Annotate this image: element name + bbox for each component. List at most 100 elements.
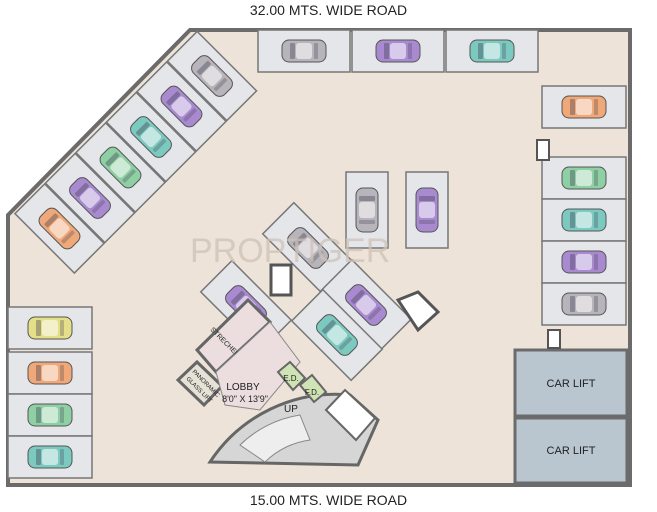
car-windshield	[230, 290, 245, 305]
car-rear-window	[502, 43, 506, 59]
car	[561, 292, 607, 316]
stair-up-label: UP	[284, 404, 298, 415]
car-windshield	[135, 121, 150, 136]
car-windshield	[290, 43, 295, 59]
car	[191, 55, 233, 97]
car	[561, 208, 607, 232]
car-rear-window	[594, 254, 598, 270]
lobby-size: 8'0" X 13'9"	[222, 394, 268, 404]
car-lift-2: CAR LIFT	[513, 416, 629, 485]
lobby-label: LOBBY	[226, 382, 260, 393]
top-road-label: 32.00 MTS. WIDE ROAD	[249, 2, 408, 18]
car	[316, 314, 358, 356]
car-lift-label: CAR LIFT	[547, 378, 596, 390]
fd-label: F.D.	[305, 388, 319, 397]
car-roof	[484, 43, 500, 59]
car-roof	[140, 126, 162, 148]
car-roof	[42, 320, 58, 336]
car-roof	[576, 212, 592, 228]
car-windshield	[359, 196, 375, 201]
car-windshield	[74, 182, 89, 197]
car	[27, 316, 73, 340]
car-rear-window	[338, 336, 353, 351]
car-rear-window	[183, 108, 197, 122]
car	[561, 250, 607, 274]
car-rear-window	[359, 220, 375, 224]
car-roof	[79, 187, 101, 209]
car-rear-window	[61, 230, 75, 244]
car-roof	[326, 324, 348, 346]
car-roof	[296, 43, 312, 59]
car	[415, 187, 439, 233]
car-rear-window	[594, 170, 598, 186]
car-windshield	[292, 232, 307, 247]
car-windshield	[419, 196, 435, 201]
car-rear-window	[213, 77, 228, 92]
car-windshield	[196, 60, 211, 75]
duct	[269, 263, 293, 297]
bottom-road-label: 15.00 MTS. WIDE ROAD	[249, 492, 408, 508]
car-rear-window	[367, 306, 382, 321]
car-roof	[297, 237, 319, 259]
car-rear-window	[60, 365, 64, 381]
car-lift-label: CAR LIFT	[547, 445, 596, 457]
car	[27, 403, 73, 427]
car	[561, 95, 607, 119]
car-rear-window	[408, 43, 412, 59]
car	[130, 116, 172, 158]
car-rear-window	[60, 407, 64, 423]
duct	[547, 329, 561, 349]
car-windshield	[570, 296, 575, 312]
car	[469, 39, 515, 63]
car-windshield	[570, 212, 575, 228]
car-roof	[576, 254, 592, 270]
car-roof	[171, 96, 192, 117]
car	[355, 187, 379, 233]
car-roof	[359, 202, 375, 218]
car-windshield	[570, 170, 575, 186]
car	[99, 146, 142, 189]
car-windshield	[36, 365, 41, 381]
car-roof	[49, 218, 70, 239]
car-lift-1: CAR LIFT	[513, 348, 629, 418]
car-roof	[201, 65, 223, 87]
car-windshield	[384, 43, 389, 59]
car-windshield	[570, 254, 575, 270]
car-roof	[419, 202, 435, 218]
car	[375, 39, 421, 63]
car-windshield	[36, 449, 41, 465]
car-windshield	[166, 91, 181, 106]
car-windshield	[36, 407, 41, 423]
car	[561, 166, 607, 190]
car-rear-window	[314, 43, 318, 59]
car-rear-window	[122, 169, 136, 183]
car-windshield	[478, 43, 483, 59]
car-windshield	[350, 289, 365, 304]
car-rear-window	[60, 320, 64, 336]
car-rear-window	[309, 249, 324, 264]
car-rear-window	[419, 220, 435, 224]
car-rear-window	[594, 99, 598, 115]
car-roof	[42, 449, 58, 465]
duct	[395, 290, 441, 333]
car	[281, 39, 327, 63]
car	[38, 207, 81, 250]
car	[345, 284, 387, 326]
car	[160, 85, 203, 128]
car-windshield	[44, 213, 59, 228]
car-windshield	[570, 99, 575, 115]
parking-slot	[541, 240, 627, 284]
car	[69, 177, 111, 219]
car-rear-window	[91, 199, 106, 214]
duct	[536, 139, 550, 161]
car-roof	[576, 99, 592, 115]
car	[27, 445, 73, 469]
car-roof	[42, 407, 58, 423]
car-windshield	[36, 320, 41, 336]
watermark: PROPTIGER	[190, 232, 390, 270]
car-rear-window	[594, 296, 598, 312]
car-rear-window	[152, 138, 167, 153]
car	[287, 227, 329, 269]
